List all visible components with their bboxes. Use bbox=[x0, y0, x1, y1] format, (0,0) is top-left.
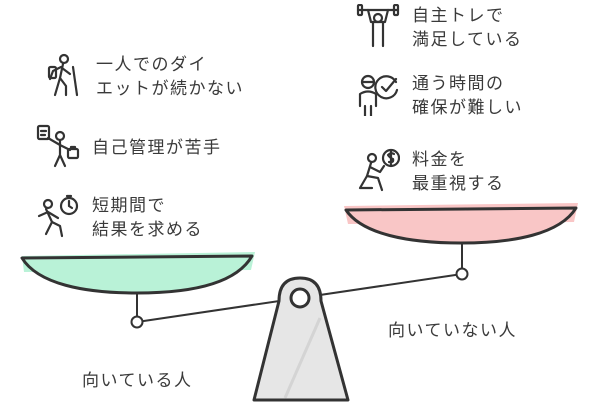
left-item-1: 一人でのダイ エットが続かない bbox=[40, 53, 244, 101]
person-with-clipboard-icon bbox=[36, 124, 80, 168]
left-item-3: 短期間で 結果を求める bbox=[36, 194, 203, 242]
left-pan bbox=[20, 254, 254, 295]
right-item-3: 料金を 最重視する bbox=[356, 148, 505, 196]
right-beam-joint bbox=[455, 267, 469, 281]
left-item-2: 自己管理が苦手 bbox=[36, 124, 222, 168]
person-with-checkmark-icon bbox=[358, 74, 399, 116]
left-item-2-text: 自己管理が苦手 bbox=[92, 138, 222, 158]
left-item-1-text: 一人でのダイ エットが続かない bbox=[96, 55, 244, 99]
running-person-with-stopwatch-icon bbox=[37, 194, 79, 238]
right-item-2: 通う時間の 確保が難しい bbox=[356, 72, 523, 120]
fulcrum bbox=[252, 276, 350, 402]
weightlifter-icon bbox=[356, 4, 400, 48]
fulcrum-hatching bbox=[283, 317, 322, 399]
left-beam-joint bbox=[130, 315, 144, 329]
fulcrum-pivot bbox=[289, 287, 311, 309]
left-item-3-text: 短期間で 結果を求める bbox=[92, 196, 203, 240]
hiking-person-icon bbox=[47, 53, 79, 97]
left-caption: 向いている人 bbox=[82, 371, 193, 391]
right-item-2-text: 通う時間の 確保が難しい bbox=[412, 74, 523, 118]
right-item-1: 自主トレで 満足している bbox=[356, 4, 523, 52]
right-caption: 向いていない人 bbox=[388, 321, 517, 341]
right-pan bbox=[344, 206, 578, 245]
person-with-coin-icon bbox=[358, 148, 400, 192]
right-item-1-text: 自主トレで 満足している bbox=[412, 6, 523, 50]
right-item-3-text: 料金を 最重視する bbox=[412, 150, 505, 194]
